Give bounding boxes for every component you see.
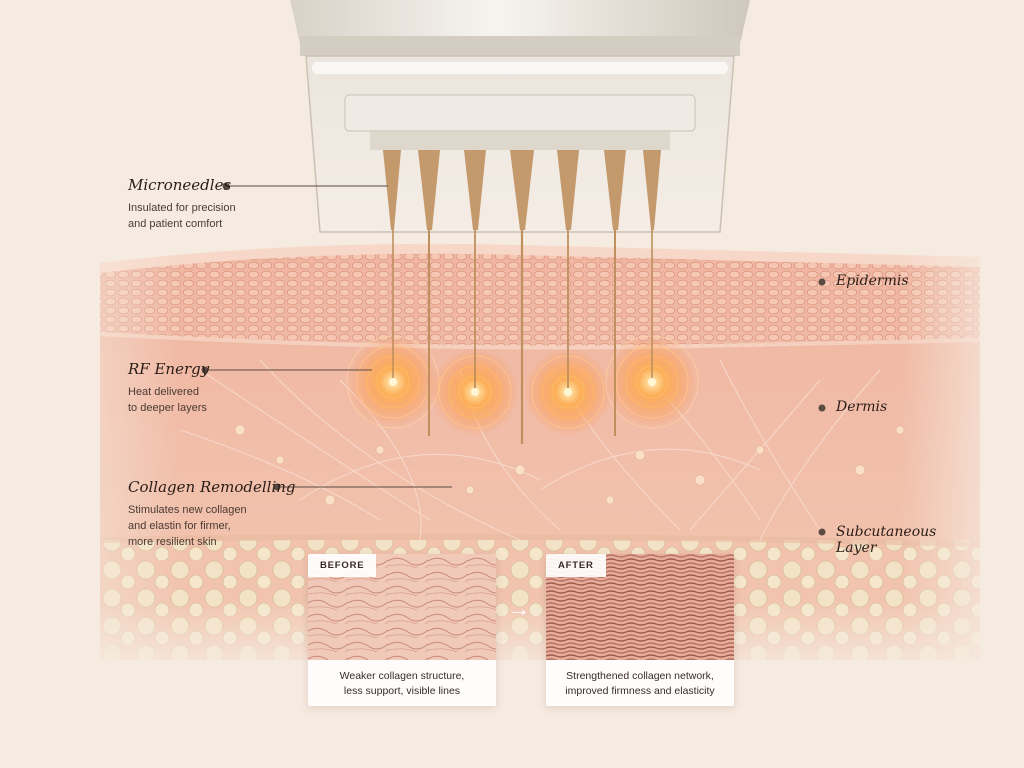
microneedles [383, 150, 661, 444]
after-collagen-image [546, 554, 734, 660]
before-card: BEFORE Weaker collagen structure, less s… [308, 554, 496, 706]
epidermis-label-text: Epidermis [836, 273, 909, 289]
rf-microneedling-device [290, 0, 750, 233]
subcutaneous-line: Layer [836, 540, 877, 556]
rf-energy-annotation: RF Energy Heat delivered to deeper layer… [128, 360, 209, 416]
after-caption: Strengthened collagen network, improved … [546, 669, 734, 699]
caption-line: Strengthened collagen network, [566, 670, 714, 682]
subcutaneous-label-text: Subcutaneous Layer [836, 524, 936, 556]
skin-surface [99, 243, 981, 273]
needle [604, 150, 626, 436]
dermis-label-text: Dermis [836, 399, 888, 415]
microneedles-annotation: Microneedles Insulated for precision and… [128, 176, 236, 232]
dermis-label: Dermis [836, 399, 887, 415]
microneedles-title: Microneedles [128, 176, 232, 194]
desc-line: to deeper layers [128, 402, 207, 414]
needle [418, 150, 440, 436]
after-tag: AFTER [546, 554, 606, 577]
microneedles-desc: Insulated for precision and patient comf… [128, 200, 236, 232]
needle-tip-sparks [389, 378, 656, 396]
annotation-leaders [201, 182, 826, 536]
epidermis-layer [100, 248, 980, 348]
subcutaneous-label: Subcutaneous Layer [836, 524, 936, 556]
rf-energy-desc: Heat delivered to deeper layers [128, 384, 209, 416]
before-after-arrow-icon: → [508, 596, 530, 621]
collagen-desc: Stimulates new collagen and elastin for … [128, 502, 296, 550]
needle [464, 150, 486, 392]
epidermis-label: Epidermis [836, 273, 909, 289]
needle [643, 150, 661, 382]
needle [557, 150, 579, 392]
needle [383, 150, 401, 382]
before-caption: Weaker collagen structure, less support,… [308, 669, 496, 699]
desc-line: Stimulates new collagen [128, 504, 247, 516]
caption-line: improved firmness and elasticity [565, 685, 715, 697]
desc-line: Heat delivered [128, 386, 199, 398]
device-handle [290, 0, 750, 44]
desc-line: more resilient skin [128, 536, 217, 548]
collagen-annotation: Collagen Remodelling Stimulates new coll… [128, 478, 296, 550]
desc-line: and elastin for firmer, [128, 520, 231, 532]
collagen-title: Collagen Remodelling [128, 478, 296, 496]
caption-line: less support, visible lines [343, 685, 461, 697]
subcutaneous-line: Subcutaneous [836, 524, 937, 540]
after-card: AFTER Strengthened collagen network, imp… [546, 554, 734, 706]
before-tag: BEFORE [308, 554, 377, 577]
caption-line: Weaker collagen structure, [339, 670, 465, 682]
rf-energy-zones [346, 335, 699, 436]
desc-line: Insulated for precision [128, 202, 236, 214]
desc-line: and patient comfort [128, 218, 223, 230]
needle [510, 150, 534, 444]
rf-energy-title: RF Energy [128, 360, 210, 378]
fibroblast-dots [234, 424, 905, 506]
